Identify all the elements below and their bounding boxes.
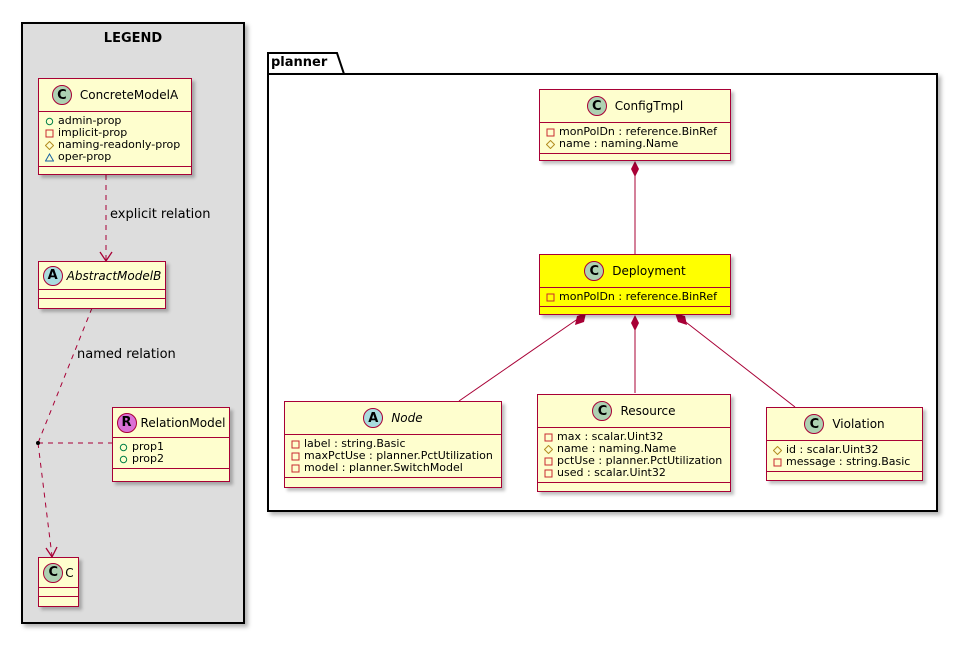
private-visibility-icon [545, 293, 556, 302]
deployment-node-link [458, 315, 583, 402]
private-visibility-icon [44, 129, 55, 138]
class-name: RelationModel [140, 415, 226, 430]
deployment-class[interactable]: C Deployment monPolDn : reference.BinRef [539, 254, 731, 315]
deployment-violation-diamond [675, 313, 687, 325]
protected-visibility-icon [543, 444, 554, 454]
attr-text: message : string.Basic [786, 455, 911, 468]
abstract-stereotype-icon: A [42, 265, 63, 286]
class-name: AbstractModelB [66, 268, 162, 283]
attr-row: name : naming.Name [543, 443, 725, 455]
node-class[interactable]: A Node label : string.Basic maxPctUse : … [284, 401, 502, 488]
public-visibility-icon [118, 443, 129, 452]
configtmpl-class[interactable]: C ConfigTmpl monPolDn : reference.BinRef… [539, 89, 731, 161]
attr-row: prop2 [118, 453, 224, 465]
attr-row: label : string.Basic [290, 438, 496, 450]
attr-text: admin-prop [58, 114, 122, 127]
attr-row: message : string.Basic [772, 456, 917, 468]
attr-row: maxPctUse : planner.PctUtilization [290, 450, 496, 462]
attr-text: monPolDn : reference.BinRef [559, 290, 717, 303]
attr-row: monPolDn : reference.BinRef [545, 126, 725, 138]
attr-row: id : scalar.Uint32 [772, 444, 917, 456]
violation-class[interactable]: C Violation id : scalar.Uint32 message :… [766, 407, 923, 481]
attr-text: model : planner.SwitchModel [304, 461, 463, 474]
named-relation-label: named relation [77, 347, 176, 362]
attr-row: naming-readonly-prop [44, 139, 186, 151]
class-stereotype-icon: C [43, 562, 64, 583]
legend-title: LEGEND [103, 31, 163, 46]
attr-text: prop1 [132, 440, 164, 453]
class-name: Node [391, 411, 423, 425]
attr-row: implicit-prop [44, 127, 186, 139]
explicit-relation-label: explicit relation [110, 207, 211, 222]
class-name: Resource [620, 404, 676, 418]
attr-row: name : naming.Name [545, 138, 725, 150]
attr-text: id : scalar.Uint32 [786, 443, 879, 456]
named-relation-line-a [37, 307, 93, 444]
class-name: C [65, 565, 74, 580]
attr-row: admin-prop [44, 115, 186, 127]
attr-row: prop1 [118, 441, 224, 453]
private-visibility-icon [543, 469, 554, 478]
association-point [36, 441, 40, 445]
named-relation-line-b [37, 442, 53, 557]
protected-visibility-icon [545, 139, 556, 149]
attr-row: model : planner.SwitchModel [290, 462, 496, 474]
deployment-violation-link [677, 315, 796, 408]
attr-text: max : scalar.Uint32 [557, 430, 664, 443]
class-stereotype-icon: C [586, 96, 607, 116]
resource-class[interactable]: C Resource max : scalar.Uint32 name : na… [537, 394, 731, 492]
attr-text: label : string.Basic [304, 437, 406, 450]
attr-text: implicit-prop [58, 126, 128, 139]
private-visibility-icon [290, 464, 301, 473]
attr-text: pctUse : planner.PctUtilization [557, 454, 723, 467]
class-stereotype-icon: C [804, 414, 825, 434]
concrete-model-class[interactable]: C ConcreteModelA admin-prop implicit-pro… [38, 78, 192, 175]
relation-stereotype-icon: R [116, 412, 137, 433]
public-visibility-icon [118, 455, 129, 464]
protected-visibility-icon [772, 445, 783, 455]
attr-row: pctUse : planner.PctUtilization [543, 455, 725, 467]
private-visibility-icon [543, 433, 554, 442]
deployment-node-diamond [575, 313, 586, 325]
class-name: ConcreteModelA [79, 88, 179, 102]
c-class[interactable]: C C [38, 557, 79, 607]
private-visibility-icon [290, 440, 301, 449]
package-visibility-icon [44, 152, 55, 162]
private-visibility-icon [543, 457, 554, 466]
configtmpl-diamond [631, 161, 639, 177]
attr-row: used : scalar.Uint32 [543, 467, 725, 479]
private-visibility-icon [772, 458, 783, 467]
abstract-stereotype-icon: A [363, 408, 384, 428]
class-name: Violation [832, 417, 885, 431]
attr-text: naming-readonly-prop [58, 138, 181, 151]
abstract-model-class[interactable]: A AbstractModelB [38, 261, 166, 309]
class-name: ConfigTmpl [614, 99, 684, 113]
protected-visibility-icon [44, 140, 55, 150]
class-name: Deployment [612, 264, 686, 278]
private-visibility-icon [545, 128, 556, 137]
attr-text: maxPctUse : planner.PctUtilization [304, 449, 493, 462]
class-stereotype-icon: C [51, 85, 72, 105]
attr-text: monPolDn : reference.BinRef [559, 125, 717, 138]
class-stereotype-icon: C [584, 261, 605, 281]
attr-row: oper-prop [44, 151, 186, 163]
public-visibility-icon [44, 117, 55, 126]
package-name: planner [271, 55, 328, 70]
attr-text: name : naming.Name [557, 442, 677, 455]
relation-model-class[interactable]: R RelationModel prop1 prop2 [112, 407, 230, 482]
deployment-resource-diamond [631, 315, 639, 331]
attr-text: used : scalar.Uint32 [557, 466, 666, 479]
attr-row: monPolDn : reference.BinRef [545, 291, 725, 303]
attr-text: name : naming.Name [559, 137, 679, 150]
attr-row: max : scalar.Uint32 [543, 431, 725, 443]
private-visibility-icon [290, 452, 301, 461]
attr-text: prop2 [132, 452, 164, 465]
attr-text: oper-prop [58, 150, 112, 163]
class-stereotype-icon: C [592, 401, 613, 421]
